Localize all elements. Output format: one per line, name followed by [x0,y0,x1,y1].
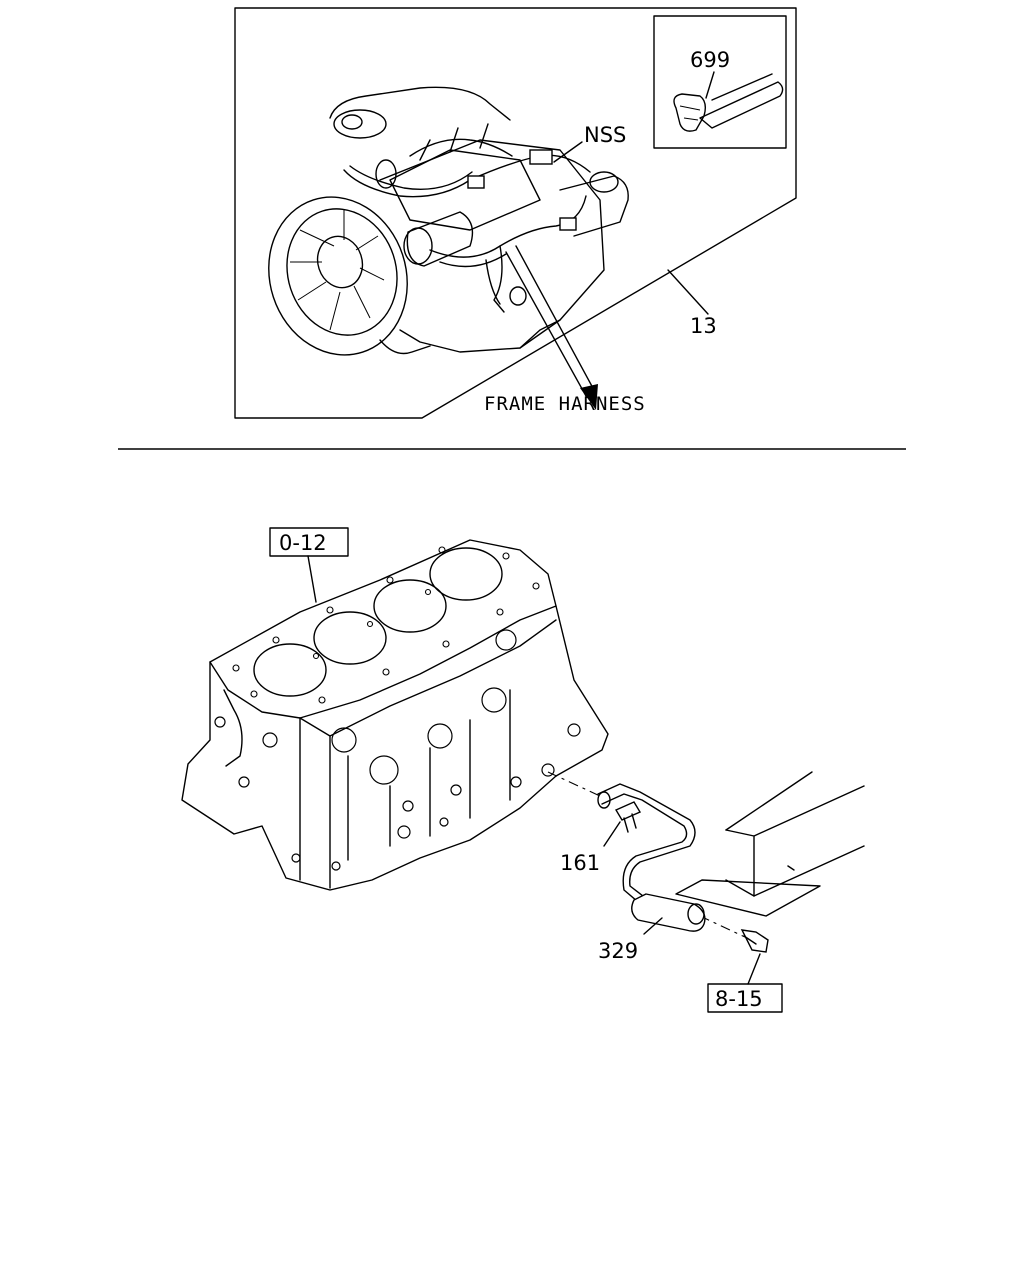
clip-inset: 699 [653,15,787,149]
leader-8-15 [747,953,761,985]
ref-box-8-15 [707,983,783,1013]
frame-bracket-icon [675,771,865,917]
cooling-fan-icon [268,196,408,356]
leader-161 [603,821,621,847]
sensor-harness-icon [597,783,706,932]
bolt-161-icon [614,801,642,833]
panel-frame [234,7,797,419]
engine-block-outline [379,139,605,353]
connector-icon [529,149,553,165]
block-deck-outline [209,539,557,719]
callout-0-12: 0-12 [279,531,327,555]
leader-nss [553,141,583,163]
block-side-bosses [214,629,581,871]
engine-with-harness: NSS 13 FRAME HARNESS [268,86,717,415]
frame-harness-arrow [505,251,587,397]
bore-4 [429,547,503,601]
bore-1 [253,643,327,697]
callout-329: 329 [598,939,638,963]
harness-wire-2 [429,195,587,258]
engine-harness-panel: 699 [234,7,797,419]
leader-329 [643,917,663,935]
clip-strap-edge [711,73,773,101]
leader-13 [667,269,709,315]
callout-frame-harness: FRAME HARNESS [484,393,646,415]
callout-13: 13 [690,314,717,338]
inset-frame [653,15,787,149]
callout-699: 699 [690,48,730,72]
turbo-icon [329,86,511,121]
clip-strap-icon [699,81,784,129]
leader-699 [705,71,715,99]
centre-line-1 [547,771,601,797]
callout-nss: NSS [584,123,626,147]
bolt-8-15-icon [740,929,769,953]
arrow-head-icon [580,384,598,410]
block-side-outline [181,605,609,891]
callout-8-15: 8-15 [715,987,763,1011]
cylinder-block-panel: 0-12 [181,527,865,1013]
deck-holes [232,546,540,704]
callout-161: 161 [560,851,600,875]
ref-box-0-12 [269,527,349,557]
bore-2 [313,611,387,665]
leader-0-12 [307,555,317,603]
bore-3 [373,579,447,633]
clip-head-icon [673,93,707,132]
sensor-body-icon [631,893,706,932]
